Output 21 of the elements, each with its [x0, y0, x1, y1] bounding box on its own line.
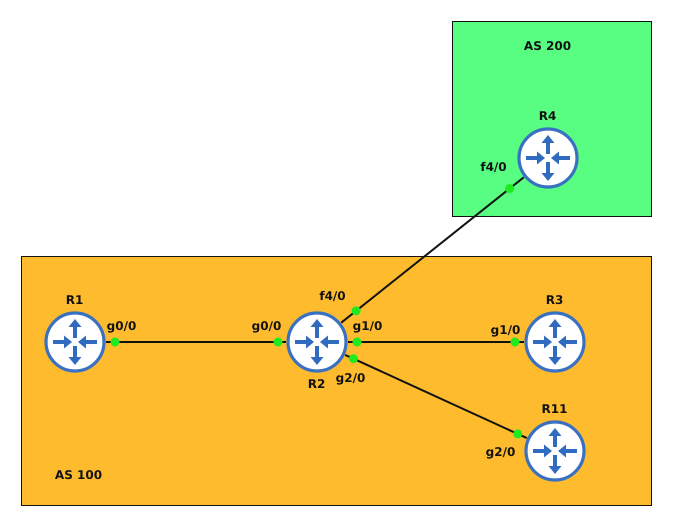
area-label: AS 200	[524, 38, 572, 52]
as-area	[452, 21, 652, 217]
link-line	[344, 354, 528, 439]
router-label: R3	[546, 292, 564, 306]
link-line	[348, 341, 524, 343]
interface-label: g0/0	[106, 318, 136, 332]
interface-label: g1/0	[352, 318, 382, 332]
interface-label: g2/0	[486, 444, 516, 458]
link-line	[106, 341, 286, 343]
router-label: R11	[542, 402, 568, 416]
interface-label: g0/0	[252, 318, 282, 332]
router-label: R1	[66, 292, 84, 306]
interface-label: f4/0	[319, 288, 346, 302]
as-area	[21, 256, 652, 506]
interface-label: g2/0	[336, 370, 366, 384]
router-label: R4	[538, 108, 556, 122]
interface-label: f4/0	[480, 160, 507, 174]
link-line	[340, 176, 524, 324]
area-label: AS 100	[54, 468, 102, 482]
router-label: R2	[308, 376, 326, 390]
interface-label: g1/0	[490, 322, 520, 336]
